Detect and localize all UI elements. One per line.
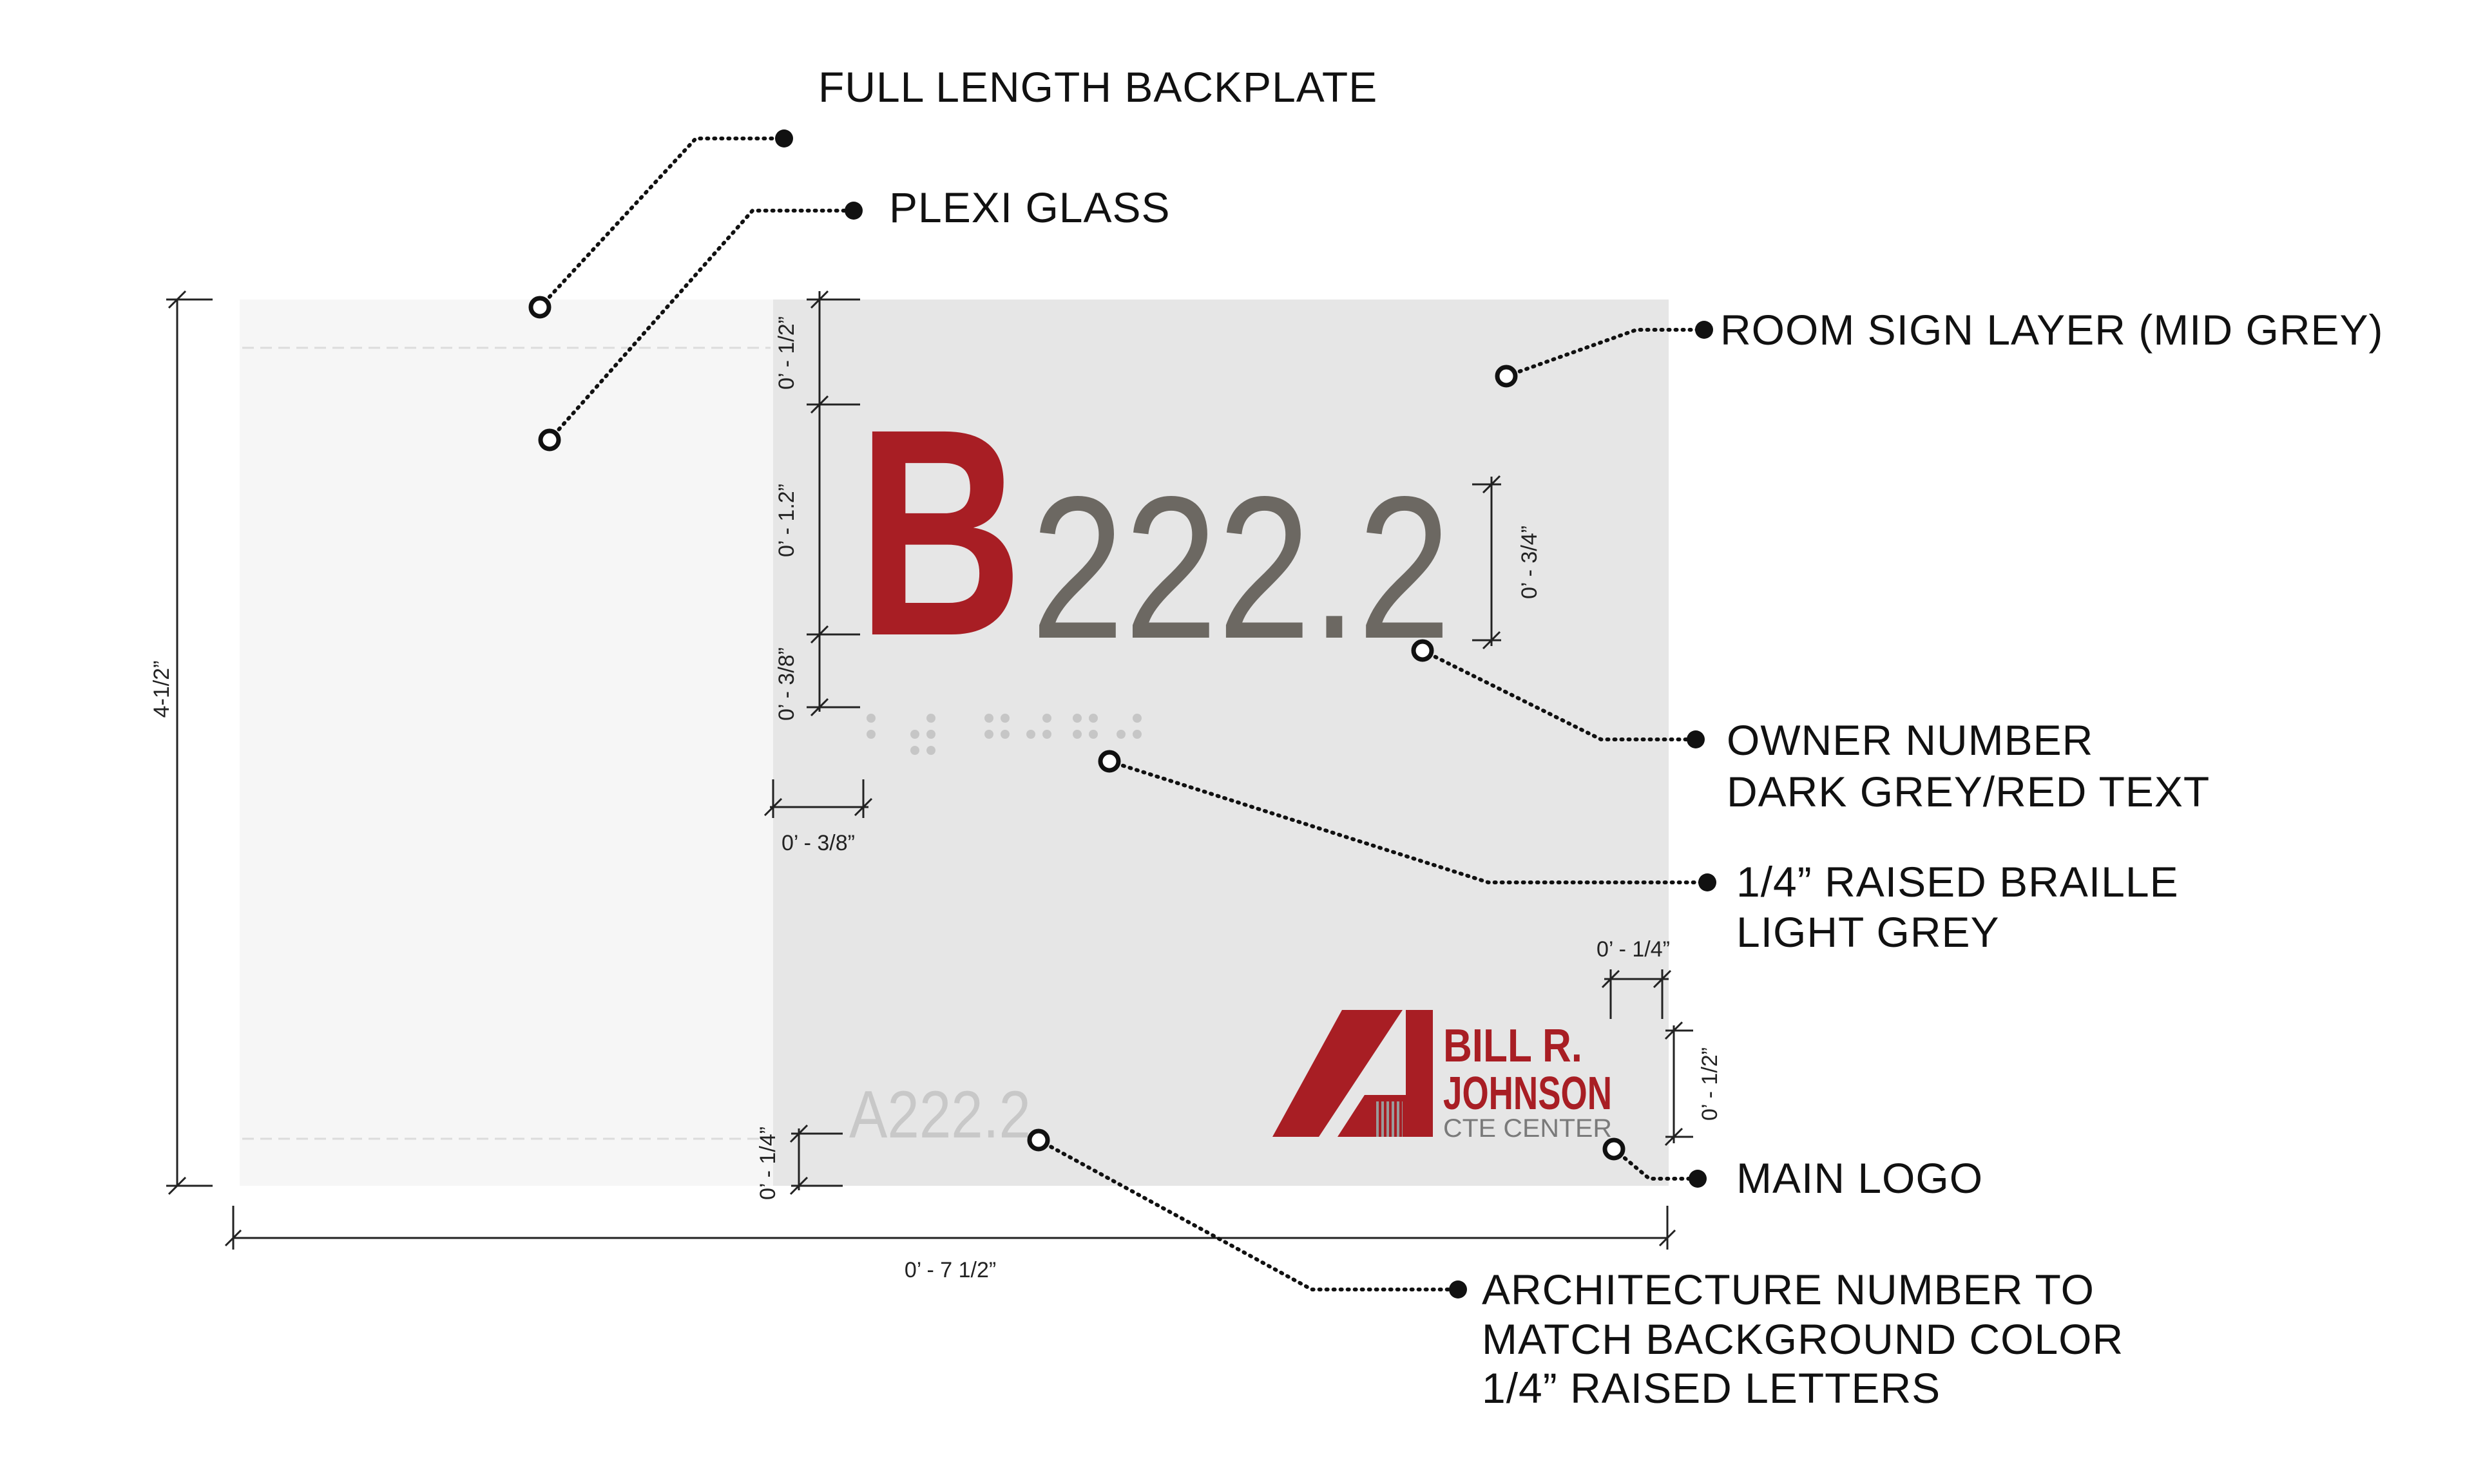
braille-dot <box>926 730 935 739</box>
callout-plexi-glass: PLEXI GLASS <box>889 184 1171 231</box>
leader-lines <box>528 129 1716 1298</box>
braille-dot <box>910 746 919 755</box>
callout-labels: FULL LENGTH BACKPLATE PLEXI GLASS ROOM S… <box>818 63 2384 1412</box>
owner-number: B 222.2 <box>857 368 1451 698</box>
callout-arch-line-3: 1/4” RAISED LETTERS <box>1482 1364 1941 1412</box>
braille-dot <box>926 714 935 723</box>
callout-owner-line-1: OWNER NUMBER <box>1727 716 2093 764</box>
dimension-lines <box>166 290 1693 1250</box>
braille-dot <box>867 730 876 739</box>
braille-dot <box>1073 714 1082 723</box>
owner-number-letter: B <box>857 368 1023 698</box>
braille-dot <box>867 714 876 723</box>
dimension-labels: 4-1/2” 0’ - 7 1/2” 0’ - 1/2” 0’ - 1.2” 0… <box>149 316 1722 1282</box>
logo-line-2: JOHNSON <box>1443 1068 1612 1119</box>
braille-dot <box>1042 730 1051 739</box>
dim-logo-margin: 0’ - 1/4” <box>1597 937 1670 962</box>
dim-digit-height: 0’ - 3/4” <box>1517 526 1542 599</box>
braille-dot <box>1001 714 1010 723</box>
main-logo: BILL R. JOHNSON CTE CENTER <box>1272 1010 1612 1143</box>
braille-dot <box>1042 714 1051 723</box>
dim-braille-inset: 0’ - 3/8” <box>782 831 855 855</box>
dim-arch-height: 0’ - 1/4” <box>756 1127 780 1200</box>
braille-dot <box>1073 730 1082 739</box>
callout-arch-line-2: MATCH BACKGROUND COLOR <box>1482 1315 2124 1363</box>
callout-arch-line-1: ARCHITECTURE NUMBER TO <box>1482 1266 2095 1313</box>
braille-dots <box>867 714 1142 755</box>
callout-main-logo: MAIN LOGO <box>1736 1154 1983 1202</box>
callout-braille-line-1: 1/4” RAISED BRAILLE <box>1736 858 2179 906</box>
braille-dot <box>910 730 919 739</box>
dim-letter-height: 0’ - 1.2” <box>774 484 799 557</box>
sign-panels <box>240 300 1669 1186</box>
logo-mark-stripes <box>1374 1101 1403 1137</box>
logo-mark <box>1272 1010 1403 1137</box>
braille-dot <box>926 746 935 755</box>
braille-dot <box>984 730 993 739</box>
braille-dot <box>1026 730 1035 739</box>
braille-dot <box>1089 714 1098 723</box>
dim-braille-gap: 0’ - 3/8” <box>774 647 799 721</box>
braille-dot <box>1001 730 1010 739</box>
braille-dot <box>1089 730 1098 739</box>
logo-line-1: BILL R. <box>1443 1020 1582 1072</box>
callout-braille-line-2: LIGHT GREY <box>1736 908 2000 956</box>
dim-overall-width: 0’ - 7 1/2” <box>905 1258 996 1282</box>
logo-mark-bar <box>1406 1010 1433 1137</box>
dim-top-margin: 0’ - 1/2” <box>774 316 799 390</box>
logo-line-3: CTE CENTER <box>1443 1114 1612 1143</box>
braille-dot <box>1133 730 1142 739</box>
dim-overall-height: 4-1/2” <box>149 661 174 718</box>
room-sign-layer <box>773 300 1669 1186</box>
architecture-number: A222.2 <box>849 1078 1031 1152</box>
callout-backplate: FULL LENGTH BACKPLATE <box>818 63 1377 111</box>
braille-dot <box>1117 730 1126 739</box>
braille-dot <box>984 714 993 723</box>
callout-owner-line-2: DARK GREY/RED TEXT <box>1727 768 2210 815</box>
owner-number-digits: 222.2 <box>1031 454 1451 681</box>
callout-room-sign: ROOM SIGN LAYER (MID GREY) <box>1720 306 2384 354</box>
braille-dot <box>1133 714 1142 723</box>
dim-logo-height: 0’ - 1/2” <box>1698 1047 1722 1121</box>
